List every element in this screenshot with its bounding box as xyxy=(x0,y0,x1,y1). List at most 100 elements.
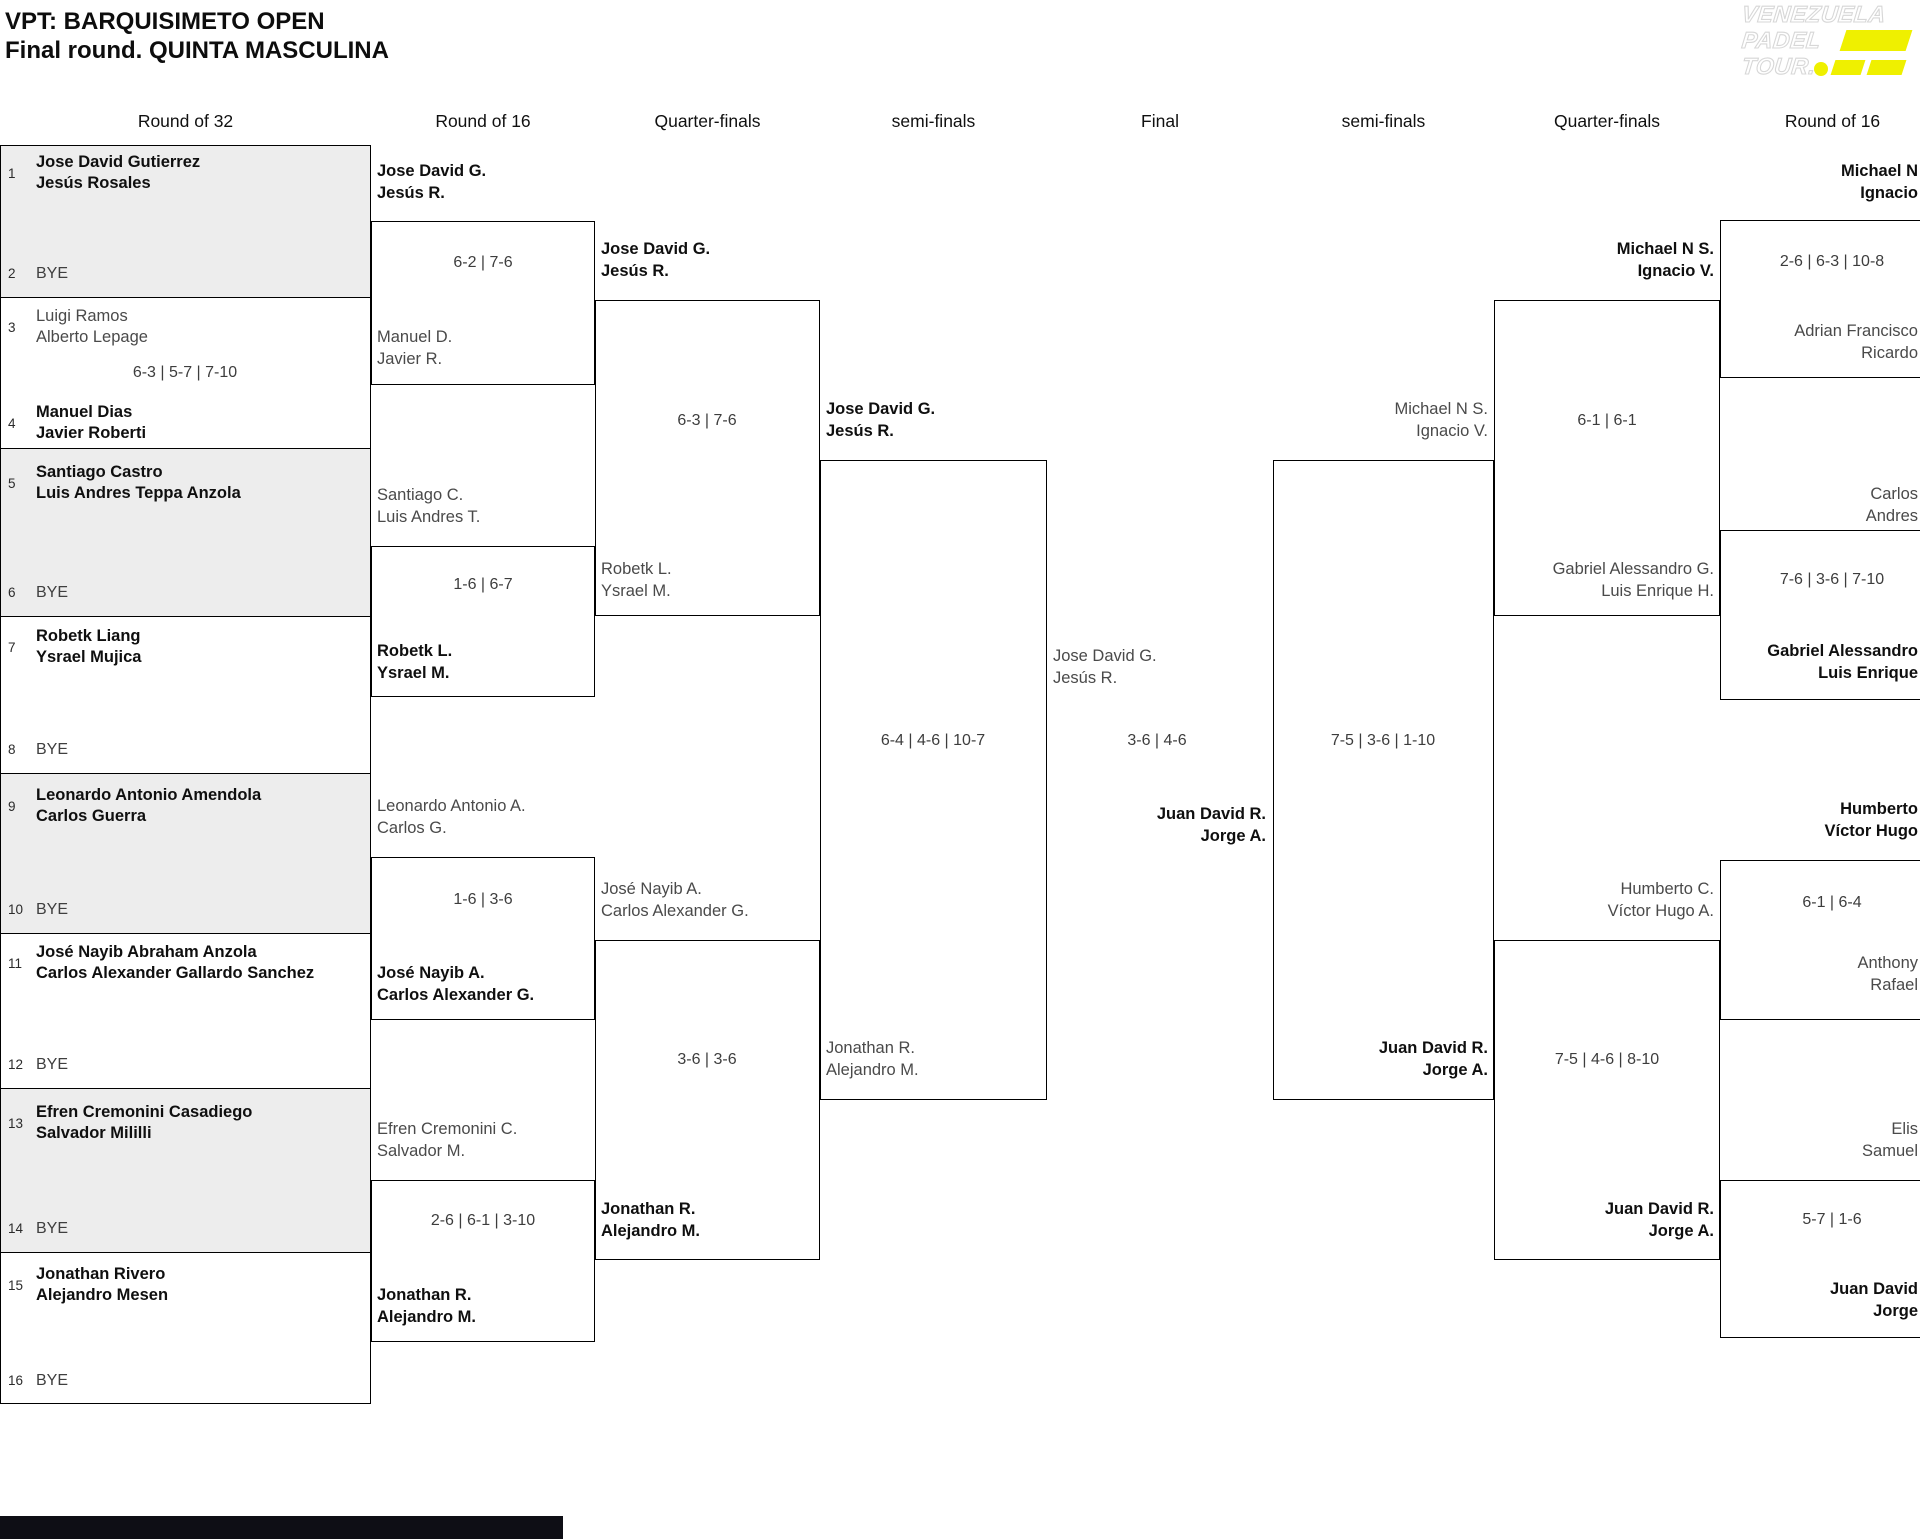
r32-entry-1: 1 Jose David Gutierrez Jesús Rosales xyxy=(8,152,200,194)
team-label: Manuel D. Javier R. xyxy=(377,328,453,368)
seed-number: 10 xyxy=(8,902,24,917)
team-label: Humberto C. Víctor Hugo A. xyxy=(1607,880,1714,920)
seed-number: 9 xyxy=(8,798,16,814)
team-label: Efren Cremonini C. Salvador M. xyxy=(377,1120,518,1160)
match-score: 1-6 | 3-6 xyxy=(453,891,513,908)
seed-number: 8 xyxy=(8,742,16,757)
team-name: Jose David Gutierrez Jesús Rosales xyxy=(36,153,201,192)
team-label: Jose David G. Jesús R. xyxy=(377,162,487,202)
logo-text-venezuela: VENEZUELA xyxy=(1740,0,1888,27)
r32-entry-6: 6 BYE xyxy=(8,582,68,603)
team-name: Jonathan Rivero Alejandro Mesen xyxy=(36,1265,169,1304)
team-label: Elis Samuel xyxy=(1862,1120,1918,1160)
bye-label: BYE xyxy=(36,741,69,758)
r16l-match-box-1 xyxy=(371,221,595,385)
match-score: 6-1 | 6-4 xyxy=(1802,894,1862,911)
sfl-match-box xyxy=(820,460,1047,1100)
team-label: José Nayib A. Carlos Alexander G. xyxy=(377,964,535,1004)
team-name: Santiago Castro Luis Andres Teppa Anzola xyxy=(36,463,241,502)
logo-yellow-bar-top xyxy=(1839,30,1913,51)
qfl-match-box-1 xyxy=(595,300,820,616)
seed-number: 13 xyxy=(8,1115,24,1131)
r32-entry-15: 15 Jonathan Rivero Alejandro Mesen xyxy=(8,1264,168,1306)
column-header-quarter-finals-right: Quarter-finals xyxy=(1553,111,1660,131)
team-label: Jose David G. Jesús R. xyxy=(826,400,936,440)
r32-pair-box-6 xyxy=(0,933,371,1089)
team-label: Jose David G. Jesús R. xyxy=(601,240,711,280)
seed-number: 11 xyxy=(8,955,23,971)
match-score: 3-6 | 3-6 xyxy=(677,1051,737,1068)
column-header-semi-finals-left: semi-finals xyxy=(891,111,976,131)
bye-label: BYE xyxy=(36,1220,69,1237)
r32-entry-4: 4 Manuel Dias Javier Roberti xyxy=(8,402,146,444)
r32-entry-11: 11 José Nayib Abraham Anzola Carlos Alex… xyxy=(8,942,314,984)
bye-label: BYE xyxy=(36,901,69,918)
team-label: Robetk L. Ysrael M. xyxy=(601,560,672,600)
team-label: Juan David Jorge xyxy=(1829,1280,1918,1320)
seed-number: 16 xyxy=(8,1373,24,1388)
r32-entry-12: 12 BYE xyxy=(8,1054,68,1075)
match-score: 6-2 | 7-6 xyxy=(453,254,513,271)
team-name: Luigi Ramos Alberto Lepage xyxy=(36,307,148,346)
r16r-match-box-4 xyxy=(1720,1180,1920,1338)
r32-pair-box-8 xyxy=(0,1252,371,1404)
r16l-match-box-3 xyxy=(371,857,595,1020)
r32-entry-16: 16 BYE xyxy=(8,1370,68,1391)
seed-number: 2 xyxy=(8,266,16,281)
team-label: Adrian Francisco Ricardo xyxy=(1794,322,1918,362)
team-label: Gabriel Alessandro G. Luis Enrique H. xyxy=(1552,560,1714,600)
footer-bar xyxy=(0,1516,563,1539)
bye-label: BYE xyxy=(36,1056,69,1073)
r32-entry-14: 14 BYE xyxy=(8,1218,68,1239)
column-header-quarter-finals-left: Quarter-finals xyxy=(654,111,761,131)
seed-number: 3 xyxy=(8,319,16,335)
r16l-match-box-4 xyxy=(371,1180,595,1342)
column-header-round-of-16-right: Round of 16 xyxy=(1784,111,1881,131)
r32-pair-box-4 xyxy=(0,616,371,774)
bye-label: BYE xyxy=(36,584,69,601)
seed-number: 5 xyxy=(8,475,16,491)
r32-entry-5: 5 Santiago Castro Luis Andres Teppa Anzo… xyxy=(8,462,241,504)
logo-yellow-bar-right xyxy=(1866,60,1907,75)
team-label: Anthony Rafael xyxy=(1857,954,1918,994)
final-score: 3-6 | 4-6 xyxy=(1127,732,1187,749)
r32-entry-10: 10 BYE xyxy=(8,899,68,920)
match-score: 7-6 | 3-6 | 7-10 xyxy=(1779,571,1885,588)
r32-pair-box-1 xyxy=(0,145,371,298)
qfl-match-box-2 xyxy=(595,940,820,1260)
r32-entry-8: 8 BYE xyxy=(8,739,68,760)
match-score: 6-3 | 7-6 xyxy=(677,412,737,429)
team-label: Jonathan R. Alejandro M. xyxy=(826,1039,919,1079)
team-label: Juan David R. Jorge A. xyxy=(1378,1039,1488,1079)
r32-pair-box-5 xyxy=(0,773,371,934)
match-score: 6-1 | 6-1 xyxy=(1577,412,1637,429)
r32-pair-box-7 xyxy=(0,1088,371,1253)
r32-entry-7: 7 Robetk Liang Ysrael Mujica xyxy=(8,626,141,668)
title-line-1: VPT: BARQUISIMETO OPEN xyxy=(5,8,325,35)
column-header-semi-finals-right: semi-finals xyxy=(1341,111,1426,131)
r32-entry-2: 2 BYE xyxy=(8,263,68,284)
seed-number: 7 xyxy=(8,639,16,655)
qfr-match-box-2 xyxy=(1494,940,1720,1260)
logo-yellow-ball-icon xyxy=(1814,62,1828,76)
team-label: Humberto Víctor Hugo xyxy=(1824,800,1919,840)
match-score: 5-7 | 1-6 xyxy=(1802,1211,1862,1228)
team-label: Michael N S. Ignacio V. xyxy=(1616,240,1714,280)
team-label: Robetk L. Ysrael M. xyxy=(377,642,453,682)
team-label: Michael N Ignacio xyxy=(1840,162,1918,202)
column-header-final: Final xyxy=(1141,111,1179,131)
team-label: Santiago C. Luis Andres T. xyxy=(377,486,481,526)
r16r-match-box-2 xyxy=(1720,530,1920,700)
bye-label: BYE xyxy=(36,1372,69,1389)
team-name: Efren Cremonini Casadiego Salvador Milil… xyxy=(36,1103,253,1142)
column-header-round-of-16-left: Round of 16 xyxy=(435,111,531,131)
match-score: 1-6 | 6-7 xyxy=(453,576,513,593)
seed-number: 4 xyxy=(8,415,16,431)
team-name: José Nayib Abraham Anzola Carlos Alexand… xyxy=(36,943,315,982)
match-score: 2-6 | 6-3 | 10-8 xyxy=(1779,253,1885,270)
r32-entry-3: 3 Luigi Ramos Alberto Lepage xyxy=(8,306,148,348)
final-left-team-label: Jose David G. Jesús R. xyxy=(1053,647,1157,687)
match-score: 7-5 | 3-6 | 1-10 xyxy=(1330,732,1436,749)
bye-label: BYE xyxy=(36,265,69,282)
team-label: José Nayib A. Carlos Alexander G. xyxy=(601,880,749,920)
